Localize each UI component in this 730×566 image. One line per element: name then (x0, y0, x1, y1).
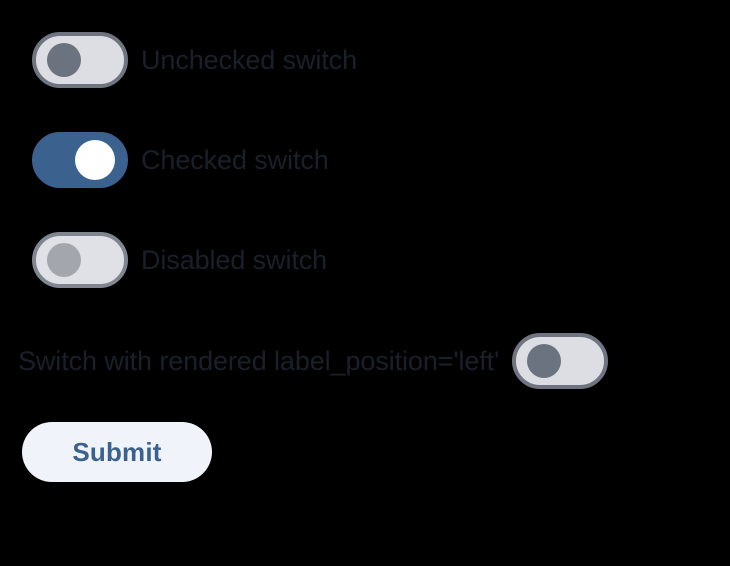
switch-row-left-label: Switch with rendered label_position='lef… (18, 330, 712, 392)
switch-row-checked: Checked switch (32, 129, 329, 191)
switch-knob (47, 243, 81, 277)
toggle-on-icon[interactable] (32, 132, 128, 188)
toggle-off-disabled-icon (32, 232, 128, 288)
switch-label-unchecked: Unchecked switch (141, 44, 357, 75)
switch-row-unchecked: Unchecked switch (32, 29, 357, 91)
switch-knob (47, 43, 81, 77)
toggle-off-icon[interactable] (512, 333, 609, 389)
switch-knob (75, 140, 115, 180)
submit-button-container: Submit (22, 422, 212, 482)
toggle-off-icon[interactable] (32, 32, 128, 88)
switch-knob (527, 344, 562, 378)
switch-label-left-position: Switch with rendered label_position='lef… (18, 345, 500, 376)
submit-button[interactable]: Submit (22, 422, 212, 482)
switch-label-disabled: Disabled switch (141, 244, 328, 275)
switch-row-disabled: Disabled switch (32, 229, 327, 291)
switch-label-checked: Checked switch (141, 144, 329, 175)
